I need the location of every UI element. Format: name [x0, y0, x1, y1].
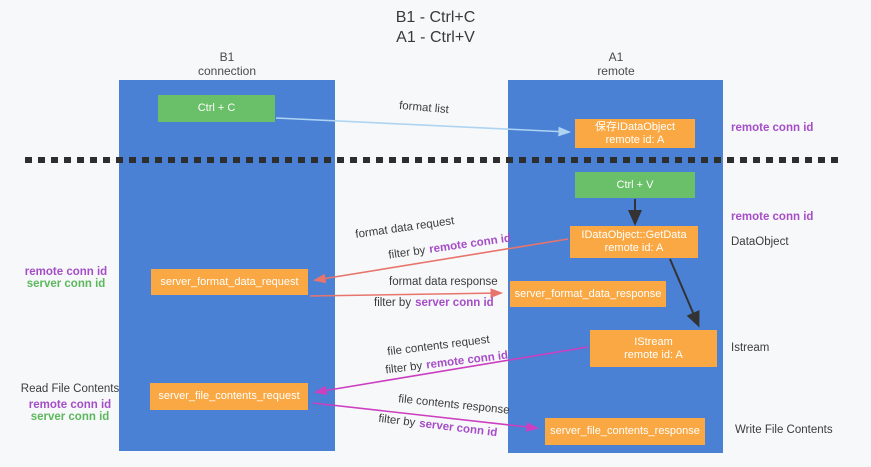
left-read-file-contents-block: Read File Contents remote conn id server…	[18, 383, 122, 423]
right-remote-conn-id-top: remote conn id	[731, 122, 814, 134]
server-format-data-request-label: server_format_data_request	[160, 275, 299, 288]
filter-by-text: filter by	[374, 297, 412, 309]
title-line-1: B1 - Ctrl+C	[395, 9, 476, 26]
istream-line1: IStream	[634, 335, 673, 348]
left-remote-conn-id-2: remote conn id	[28, 399, 112, 411]
idataobject-getdata-box: IDataObject::GetData remote id: A	[570, 226, 698, 258]
filter-by-text: filter by	[384, 360, 423, 377]
format-data-response-arrow	[309, 288, 504, 298]
getdata-line1: IDataObject::GetData	[581, 229, 687, 241]
ctrl-v-box: Ctrl + V	[575, 172, 695, 198]
server-file-contents-request-box: server_file_contents_request	[150, 383, 308, 410]
read-file-contents-label: Read File Contents	[20, 383, 120, 395]
server-file-contents-response-box: server_file_contents_response	[545, 418, 705, 445]
format-list-label: format list	[398, 99, 450, 117]
save-idataobject-box: 保存IDataObject remote id: A	[575, 119, 695, 148]
server-conn-id-text: server conn id	[415, 297, 494, 309]
remote-conn-id-text: remote conn id	[428, 232, 512, 256]
left-column-role: connection	[197, 64, 257, 78]
dataobject-label: DataObject	[731, 236, 789, 248]
getdata-line2: remote id: A	[604, 242, 664, 254]
ctrl-c-box: Ctrl + C	[158, 95, 275, 122]
remote-conn-id-text: remote conn id	[425, 349, 509, 372]
file-contents-response-label: file contents response	[397, 393, 511, 417]
server-conn-id-text: server conn id	[418, 417, 498, 440]
left-server-conn-id-2: server conn id	[30, 411, 110, 423]
format-data-response-label: format data response	[389, 276, 498, 288]
istream-side-label: Istream	[731, 342, 770, 354]
right-remote-conn-id-mid: remote conn id	[731, 211, 814, 223]
left-conn-id-legend-top: remote conn id server conn id	[18, 266, 114, 290]
format-data-request-label: format data request	[354, 215, 456, 241]
server-format-data-request-box: server_format_data_request	[151, 269, 308, 295]
right-column-header: A1 remote	[546, 50, 686, 78]
filter-by-text: filter by	[377, 412, 416, 430]
save-idataobject-line2: remote id: A	[605, 133, 665, 146]
title-line-2: A1 - Ctrl+V	[396, 29, 475, 46]
left-column-name: B1	[219, 50, 235, 64]
filter-by-text: filter by	[387, 244, 427, 262]
save-idataobject-line1: 保存IDataObject	[594, 120, 676, 133]
right-column-role: remote	[597, 64, 635, 78]
diagram-title: B1 - Ctrl+C A1 - Ctrl+V	[0, 8, 871, 48]
server-format-data-response-label: server_format_data_response	[514, 287, 662, 300]
server-file-contents-response-label: server_file_contents_response	[550, 425, 700, 437]
istream-line2: remote id: A	[624, 348, 683, 361]
ctrl-c-label: Ctrl + C	[197, 102, 236, 114]
right-column-name: A1	[608, 50, 624, 64]
write-file-contents-label: Write File Contents	[735, 424, 833, 436]
dashed-divider	[25, 157, 838, 163]
left-server-conn-id-1: server conn id	[26, 278, 106, 290]
server-format-data-response-box: server_format_data_response	[510, 281, 666, 307]
left-remote-conn-id-1: remote conn id	[24, 266, 108, 278]
left-column-header: B1 connection	[157, 50, 297, 78]
istream-box: IStream remote id: A	[590, 330, 717, 367]
ctrl-v-label: Ctrl + V	[616, 178, 654, 191]
server-file-contents-request-label: server_file_contents_request	[158, 390, 300, 402]
